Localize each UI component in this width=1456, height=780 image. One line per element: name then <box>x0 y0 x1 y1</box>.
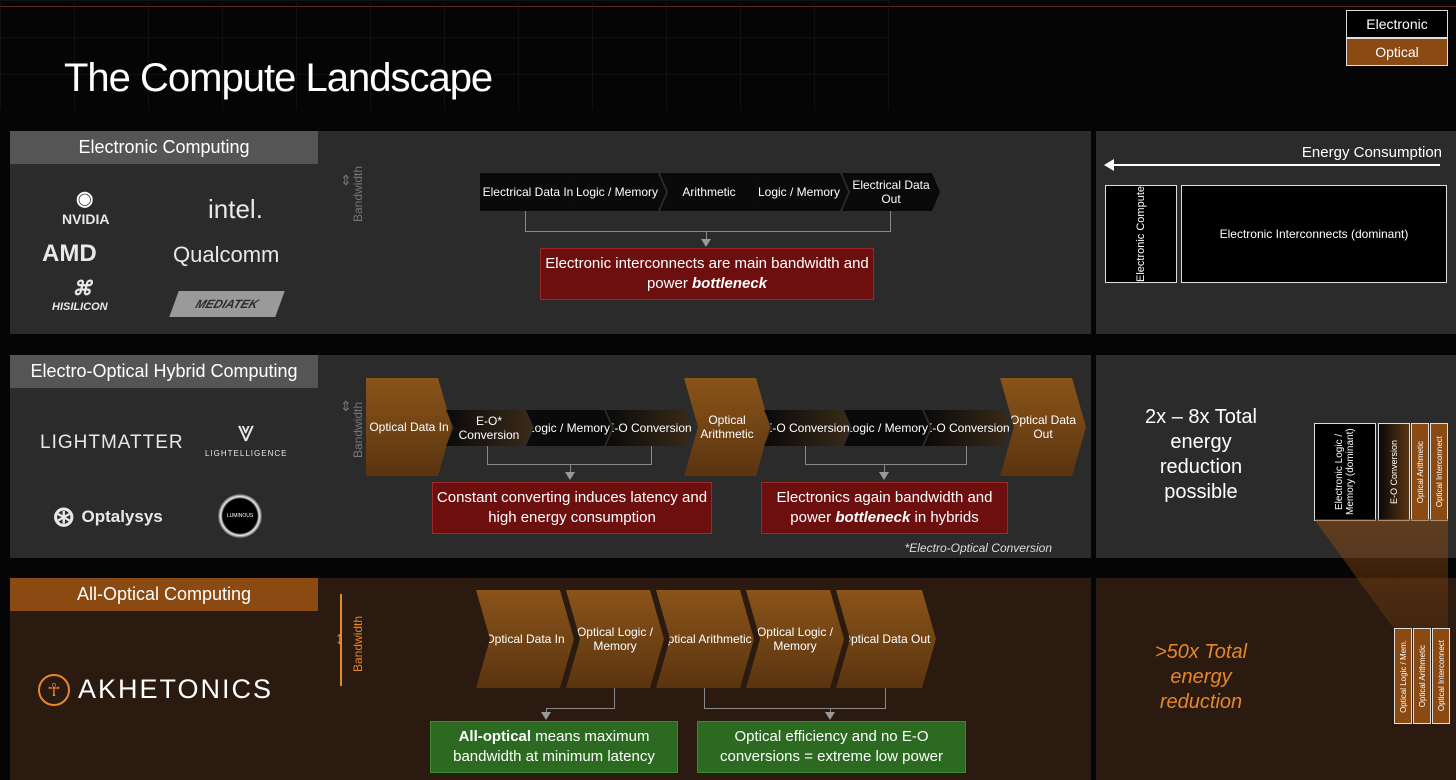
connector <box>525 231 891 232</box>
page-title: The Compute Landscape <box>64 56 493 100</box>
energy-hybrid-bar: Optical Arithmetic <box>1411 423 1429 521</box>
connector <box>704 708 886 709</box>
connector <box>706 231 707 239</box>
background-grid <box>0 0 890 110</box>
hybrid-bottleneck-note: Electronics again bandwidth and power bo… <box>761 482 1008 534</box>
connector <box>885 688 886 708</box>
electronic-label: Electronic Computing <box>10 131 318 164</box>
logo-amd: AMD <box>42 240 97 267</box>
bandwidth-label: Bandwidth <box>351 615 365 672</box>
logo-nvidia: ◉NVIDIA <box>62 188 110 227</box>
bandwidth-arrow-icon: ⇕ <box>340 398 352 414</box>
logo-intel: intel. <box>208 194 263 224</box>
connector <box>805 464 967 465</box>
energy-electronic-interconnects: Electronic Interconnects (dominant) <box>1181 185 1447 283</box>
connector <box>487 446 488 464</box>
legend-electronic: Electronic <box>1346 10 1448 38</box>
optical-power-note: Optical efficiency and no E-O conversion… <box>697 721 966 773</box>
akhetonics-logo-icon: ☥ <box>38 674 70 706</box>
energy-hybrid-bar: E-O Conversion <box>1378 423 1410 521</box>
bandwidth-label: Bandwidth <box>351 165 365 222</box>
connector <box>890 211 891 231</box>
bandwidth-arrow-icon: ↕ <box>335 588 344 688</box>
energy-electronic-compute: Electronic Compute <box>1105 185 1177 283</box>
connector <box>546 708 547 713</box>
connector <box>570 464 571 472</box>
pipeline-step: Optical Data In <box>476 590 574 688</box>
connector <box>704 688 705 708</box>
optical-latency-note: All-optical means maximum bandwidth at m… <box>430 721 678 773</box>
pipeline-step: Optical Arithmetic <box>684 378 770 476</box>
arrow-left-icon <box>1104 159 1114 171</box>
arrow-down-icon <box>565 472 575 480</box>
energy-optical-bar: Optical Arithmetic <box>1413 628 1431 724</box>
pipeline-step: Optical Data Out <box>1000 378 1086 476</box>
hybrid-latency-note: Constant converting induces latency and … <box>432 482 712 534</box>
hybrid-footnote: *Electro-Optical Conversion <box>904 541 1052 555</box>
pipeline-step: Electrical Data Out <box>842 173 940 211</box>
pipeline-step: Optical Data In <box>366 378 452 476</box>
pipeline-step: E-O* Conversion <box>446 410 532 446</box>
connector <box>966 446 967 464</box>
connector <box>651 446 652 464</box>
pipeline-step: Optical Data Out <box>836 590 936 688</box>
energy-hybrid-bar: Optical Interconnect <box>1430 423 1448 521</box>
connector <box>546 708 615 709</box>
connector <box>884 464 885 472</box>
logo-luminous: LUMINOUS <box>218 494 262 538</box>
energy-header: Energy Consumption <box>1301 144 1442 161</box>
energy-optical-bar: Optical Interconnect <box>1432 628 1450 724</box>
pipeline-step: Logic / Memory <box>526 410 612 446</box>
logo-qualcomm: Qualcomm <box>173 242 280 267</box>
pipeline-step: Logic / Memory <box>568 173 666 211</box>
energy-hybrid-bar: Electronic Logic / Memory (dominant) <box>1314 423 1376 521</box>
pipeline-step: Optical Logic / Memory <box>746 590 844 688</box>
arrow-down-icon <box>879 472 889 480</box>
energy-arrow-line <box>1106 164 1440 166</box>
optical-label: All-Optical Computing <box>10 578 318 611</box>
electronic-bottleneck-note: Electronic interconnects are main bandwi… <box>540 248 874 300</box>
pipeline-step: E-O Conversion <box>764 410 850 446</box>
logo-mediatek: MEDIATEK <box>169 291 285 317</box>
bandwidth-arrow-line <box>340 594 342 686</box>
pipeline-step: Optical Logic / Memory <box>566 590 664 688</box>
logo-akhetonics: AKHETONICS <box>78 674 274 704</box>
energy-optical-text: >50x Total energy reduction <box>1154 641 1248 713</box>
pipeline-step: E-O Conversion <box>924 410 1010 446</box>
pipeline-step: Logic / Memory <box>844 410 930 446</box>
pipeline-step: Logic / Memory <box>750 173 848 211</box>
logo-lightelligence: ⩔LIGHTELLIGENCE <box>205 415 288 458</box>
connector <box>525 211 526 231</box>
connector <box>805 446 806 464</box>
bandwidth-arrow-icon: ⇕ <box>340 172 352 188</box>
energy-optical-bar: Optical Logic / Mem. <box>1394 628 1412 724</box>
bandwidth-label: Bandwidth <box>351 401 365 458</box>
pipeline-step: Arithmetic <box>660 173 758 211</box>
logo-hisilicon: ⌘HISILICON <box>52 278 108 313</box>
hybrid-label: Electro-Optical Hybrid Computing <box>10 355 318 388</box>
arrow-down-icon <box>701 239 711 247</box>
connector <box>830 708 831 713</box>
pipeline-step: E-O Conversion <box>606 410 692 446</box>
pipeline-step: Optical Arithmetic <box>656 590 754 688</box>
pipeline-step: Electrical Data In <box>480 173 576 211</box>
arrow-down-icon <box>541 712 551 720</box>
connector <box>487 464 652 465</box>
energy-hybrid-text: 2x – 8x Total energy reduction possible <box>1145 406 1257 503</box>
arrow-down-icon <box>825 712 835 720</box>
logo-optalysys: ⊛Optalysys <box>52 501 163 532</box>
connector <box>614 688 615 708</box>
logo-lightmatter: LIGHTMATTER <box>40 432 184 453</box>
legend-optical: Optical <box>1346 38 1448 66</box>
